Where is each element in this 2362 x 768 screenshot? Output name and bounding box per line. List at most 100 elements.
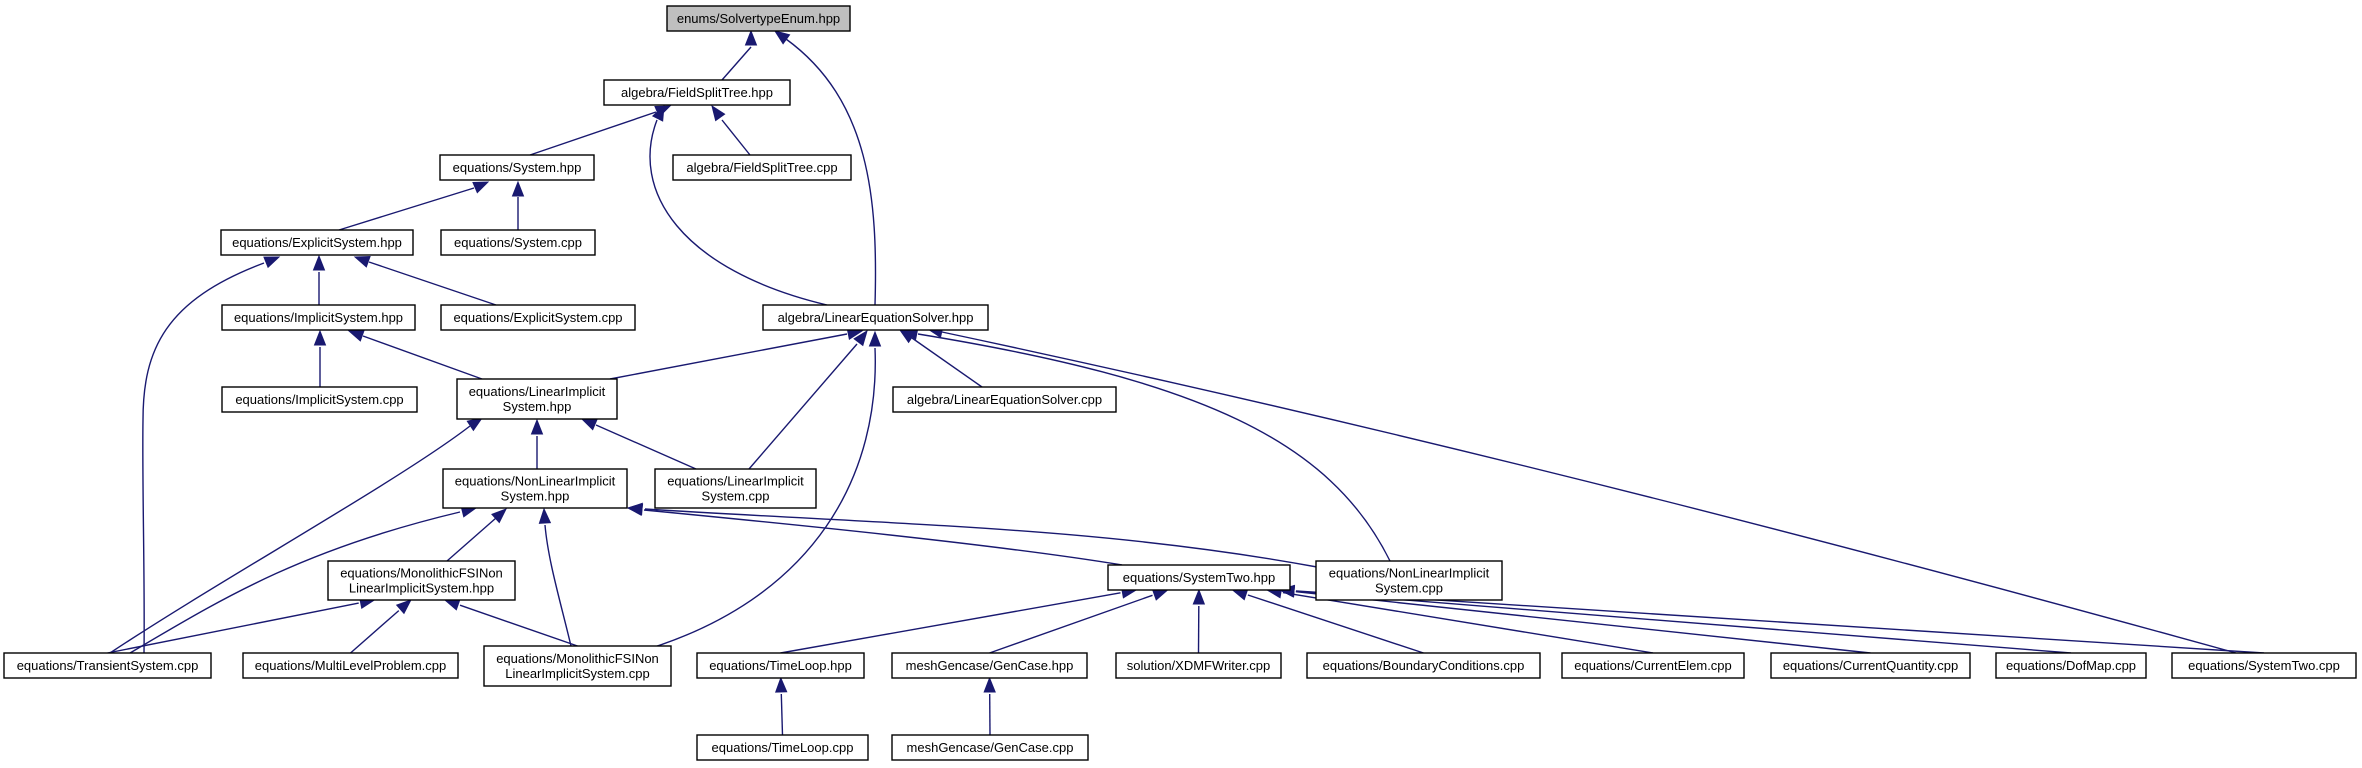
node-gencase-hpp[interactable]: meshGencase/GenCase.hpp xyxy=(891,652,1088,679)
edge-arrowhead xyxy=(580,418,598,431)
node-label: equations/TimeLoop.hpp xyxy=(709,658,852,673)
node-linearimplicitsystem-cpp[interactable]: equations/LinearImplicitSystem.cpp xyxy=(654,468,817,509)
node-monolithicfsi-cpp[interactable]: equations/MonolithicFSINonLinearImplicit… xyxy=(483,645,672,687)
node-box xyxy=(696,734,869,761)
node-fieldsplittree-cpp[interactable]: algebra/FieldSplitTree.cpp xyxy=(672,154,852,181)
node-explicitsystem-cpp[interactable]: equations/ExplicitSystem.cpp xyxy=(440,304,636,331)
edge-transientsystem_cpp-to-monolithicfsi_hpp xyxy=(107,596,376,654)
node-linearequationsolver-cpp[interactable]: algebra/LinearEquationSolver.cpp xyxy=(892,386,1117,413)
node-box xyxy=(221,304,416,331)
node-box xyxy=(891,734,1089,761)
node-label: equations/ImplicitSystem.cpp xyxy=(235,392,403,407)
node-label: LinearImplicitSystem.cpp xyxy=(505,666,650,681)
node-implicitsystem-hpp[interactable]: equations/ImplicitSystem.hpp xyxy=(221,304,416,331)
node-currentelem-cpp[interactable]: equations/CurrentElem.cpp xyxy=(1561,652,1745,679)
edge-linearequationsolver_hpp-to-fieldsplittree_hpp xyxy=(649,104,828,306)
edge-line xyxy=(748,343,858,470)
node-explicitsystem-hpp[interactable]: equations/ExplicitSystem.hpp xyxy=(220,229,414,256)
edge-arrowhead xyxy=(868,330,882,347)
node-label: equations/CurrentElem.cpp xyxy=(1574,658,1732,673)
node-box xyxy=(1561,652,1745,679)
node-label: algebra/LinearEquationSolver.cpp xyxy=(907,392,1102,407)
node-solvertype-enum-hpp[interactable]: enums/SolvertypeEnum.hpp xyxy=(666,5,851,32)
edge-arrowhead xyxy=(312,254,326,271)
edge-explicitsystem_cpp-to-explicitsystem_hpp xyxy=(353,256,497,306)
edge-arrowhead xyxy=(853,329,868,347)
node-label: System.hpp xyxy=(503,399,572,414)
edge-line xyxy=(609,333,848,380)
node-box xyxy=(1315,560,1503,601)
node-transientsystem-cpp[interactable]: equations/TransientSystem.cpp xyxy=(3,652,212,679)
node-linearequationsolver-hpp[interactable]: algebra/LinearEquationSolver.hpp xyxy=(762,304,989,331)
node-label: equations/LinearImplicit xyxy=(667,474,804,489)
node-label: equations/ExplicitSystem.hpp xyxy=(232,235,402,250)
node-box xyxy=(891,652,1088,679)
edge-line xyxy=(459,604,578,647)
edge-system_hpp-to-fieldsplittree_hpp xyxy=(529,105,672,156)
node-boundaryconditions-cpp[interactable]: equations/BoundaryConditions.cpp xyxy=(1306,652,1541,679)
edge-arrowhead xyxy=(711,104,726,122)
node-label: equations/BoundaryConditions.cpp xyxy=(1323,658,1525,673)
edge-line xyxy=(129,511,461,654)
edge-nonlinearimplicitsystem_hpp-to-linearimplicitsystem_hpp xyxy=(530,418,544,469)
edge-gencase_cpp-to-gencase_hpp xyxy=(983,676,996,736)
node-systemtwo-hpp[interactable]: equations/SystemTwo.hpp xyxy=(1107,564,1291,591)
node-monolithicfsi-hpp[interactable]: equations/MonolithicFSINonLinearImplicit… xyxy=(327,560,516,601)
node-xdmfwriter-cpp[interactable]: solution/XDMFWriter.cpp xyxy=(1115,652,1282,679)
edge-fieldsplittree_cpp-to-fieldsplittree_hpp xyxy=(711,104,751,156)
node-timeloop-hpp[interactable]: equations/TimeLoop.hpp xyxy=(696,652,865,679)
node-box xyxy=(1306,652,1541,679)
node-system-cpp[interactable]: equations/System.cpp xyxy=(440,229,596,256)
node-box xyxy=(666,5,851,32)
node-linearimplicitsystem-hpp[interactable]: equations/LinearImplicitSystem.hpp xyxy=(456,378,618,420)
node-box xyxy=(1995,652,2147,679)
node-dofmap-cpp[interactable]: equations/DofMap.cpp xyxy=(1995,652,2147,679)
node-multilevelproblem-cpp[interactable]: equations/MultiLevelProblem.cpp xyxy=(242,652,459,679)
node-box xyxy=(242,652,459,679)
edge-line xyxy=(1247,594,1424,654)
edge-line xyxy=(1295,590,2072,654)
node-box xyxy=(221,386,418,413)
edge-line xyxy=(107,602,359,654)
node-timeloop-cpp[interactable]: equations/TimeLoop.cpp xyxy=(696,734,869,761)
edge-arrowhead xyxy=(773,30,791,45)
node-box xyxy=(1770,652,1971,679)
edge-arrowhead xyxy=(395,599,412,615)
edge-nonlinearimplicitsystem_cpp-to-linearequationsolver_hpp xyxy=(901,327,1391,562)
node-system-hpp[interactable]: equations/System.hpp xyxy=(439,154,595,181)
edge-line xyxy=(643,509,1123,566)
edge-systemtwo_cpp-to-linearequationsolver_hpp xyxy=(926,325,2237,654)
edge-implicitsystem_hpp-to-explicitsystem_hpp xyxy=(312,254,326,305)
edge-implicitsystem_cpp-to-implicitsystem_hpp xyxy=(313,329,327,387)
node-box xyxy=(440,304,636,331)
edge-gencase_hpp-to-systemtwo_hpp xyxy=(989,588,1169,654)
edge-arrowhead xyxy=(626,502,643,516)
node-label: equations/ImplicitSystem.hpp xyxy=(234,310,403,325)
node-implicitsystem-cpp[interactable]: equations/ImplicitSystem.cpp xyxy=(221,386,418,413)
edge-arrowhead xyxy=(263,256,281,269)
node-gencase-cpp[interactable]: meshGencase/GenCase.cpp xyxy=(891,734,1089,761)
edge-arrowhead xyxy=(511,180,525,197)
node-systemtwo-cpp[interactable]: equations/SystemTwo.cpp xyxy=(2171,652,2357,679)
edge-line xyxy=(785,38,877,306)
edge-line xyxy=(780,693,784,736)
node-fieldsplittree-hpp[interactable]: algebra/FieldSplitTree.hpp xyxy=(603,79,791,106)
edge-explicitsystem_hpp-to-system_hpp xyxy=(338,181,490,231)
node-currentquantity-cpp[interactable]: equations/CurrentQuantity.cpp xyxy=(1770,652,1971,679)
node-box xyxy=(696,652,865,679)
node-label: algebra/LinearEquationSolver.hpp xyxy=(778,310,974,325)
edge-arrowhead xyxy=(530,418,544,435)
node-label: System.hpp xyxy=(501,489,570,504)
node-label: equations/CurrentQuantity.cpp xyxy=(1783,658,1958,673)
edge-line xyxy=(780,592,1121,654)
node-box xyxy=(762,304,989,331)
node-box xyxy=(672,154,852,181)
edge-arrowhead xyxy=(744,29,758,46)
node-label: equations/SystemTwo.cpp xyxy=(2188,658,2340,673)
edges-layer xyxy=(107,29,2265,736)
node-box xyxy=(440,229,596,256)
edge-line xyxy=(109,425,471,654)
edge-arrowhead xyxy=(1192,588,1206,605)
